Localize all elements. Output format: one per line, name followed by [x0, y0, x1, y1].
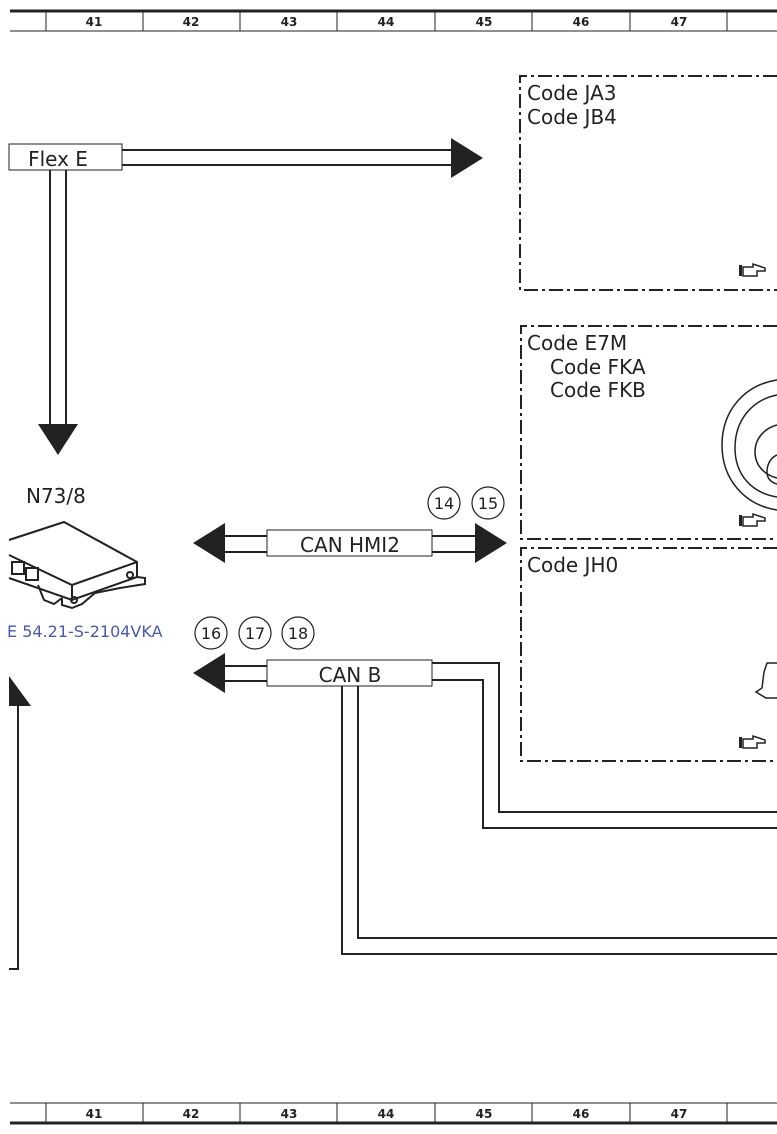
- code-fkb: Code FKB: [550, 378, 646, 402]
- code-e7m: Code E7M: [527, 331, 627, 355]
- can-hmi2-arrow-left-icon: [193, 523, 225, 563]
- connector-15: 15: [478, 494, 498, 513]
- code-box-ja3-jb4: Code JA3 Code JB4: [519, 75, 777, 291]
- grid-col-42: 42: [183, 15, 200, 29]
- grid-col-44: 44: [378, 15, 395, 29]
- can-b-label: CAN B: [319, 663, 382, 687]
- connector-18: 18: [288, 624, 308, 643]
- grid-col-46: 46: [573, 15, 590, 29]
- grid-col-41: 41: [86, 15, 103, 29]
- can-b-arrow-left-icon: [193, 653, 225, 693]
- connector-16: 16: [201, 624, 221, 643]
- control-unit-n73-8: N73/8 E 54.21-S-2104VKA: [7, 484, 163, 641]
- code-jh0: Code JH0: [527, 553, 618, 577]
- grid-col-43: 43: [281, 15, 298, 29]
- code-jb4: Code JB4: [527, 105, 617, 129]
- bell-icon: [754, 662, 777, 699]
- left-feed-line: [9, 676, 31, 970]
- flex-e-label: Flex E: [28, 147, 88, 171]
- can-b-bus: 16 17 18 CAN B: [193, 616, 777, 955]
- grid-col-42-bottom: 42: [183, 1107, 200, 1121]
- component-id: N73/8: [26, 484, 86, 508]
- connector-17: 17: [245, 624, 265, 643]
- flex-e-bus: Flex E: [8, 138, 483, 455]
- grid-col-46-bottom: 46: [573, 1107, 590, 1121]
- can-hmi2-bus: CAN HMI2 14 15: [193, 486, 507, 563]
- pointing-hand-icon[interactable]: [739, 734, 766, 749]
- grid-col-45-bottom: 45: [476, 1107, 493, 1121]
- pointing-hand-icon[interactable]: [739, 262, 766, 277]
- grid-col-43-bottom: 43: [281, 1107, 298, 1121]
- flex-e-arrow-right-icon: [451, 138, 483, 178]
- grid-col-47: 47: [671, 15, 688, 29]
- grid-col-45: 45: [476, 15, 493, 29]
- can-b-wires: [341, 662, 777, 955]
- code-ja3: Code JA3: [527, 81, 617, 105]
- control-unit-icon: [8, 520, 146, 610]
- grid-col-47-bottom: 47: [671, 1107, 688, 1121]
- grid-col-41-bottom: 41: [86, 1107, 103, 1121]
- speaker-icon: [721, 379, 777, 511]
- can-hmi2-label: CAN HMI2: [300, 533, 400, 557]
- code-box-jh0: Code JH0: [520, 547, 777, 762]
- code-fka: Code FKA: [550, 355, 646, 379]
- left-arrow-up-icon: [9, 676, 31, 706]
- code-box-e7m: Code E7M Code FKA Code FKB: [520, 325, 777, 540]
- connector-14: 14: [434, 494, 454, 513]
- can-hmi2-arrow-right-icon: [475, 523, 507, 563]
- flex-e-arrow-down-icon: [38, 424, 78, 455]
- pointing-hand-icon[interactable]: [739, 512, 766, 527]
- top-grid-ruler: 41 42 43 44 45 46 47: [10, 9, 777, 32]
- reference-link[interactable]: E 54.21-S-2104VKA: [7, 622, 163, 641]
- grid-col-44-bottom: 44: [378, 1107, 395, 1121]
- bottom-grid-ruler: 41 42 43 44 45 46 47: [10, 1102, 777, 1125]
